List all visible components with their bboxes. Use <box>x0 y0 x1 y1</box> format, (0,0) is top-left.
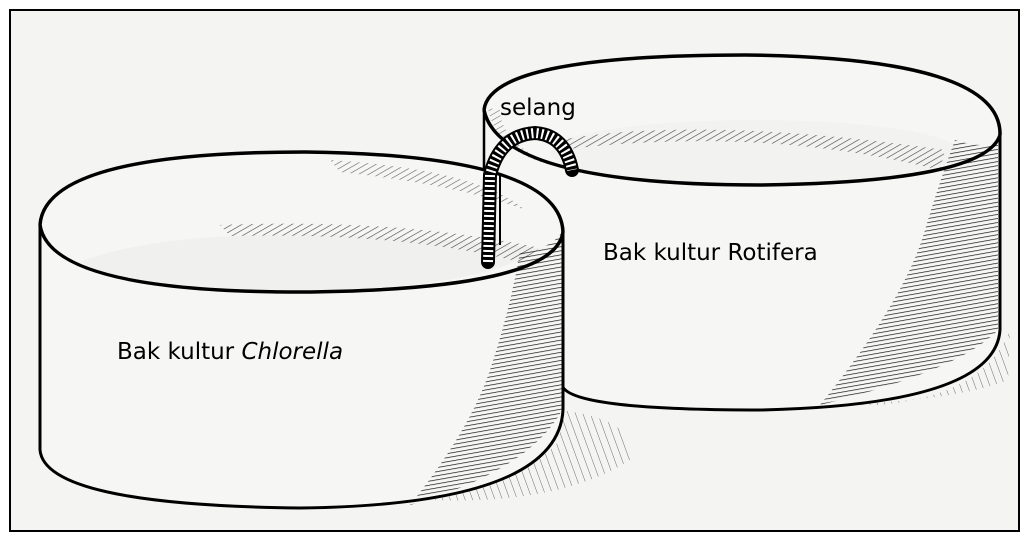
rotifera-tank-label: Bak kultur Rotifera <box>603 242 818 265</box>
hose-label: selang <box>500 97 576 120</box>
chlorella-label-species: Chlorella <box>241 339 343 365</box>
chlorella-label-prefix: Bak kultur <box>117 339 241 365</box>
chlorella-tank-label: Bak kultur Chlorella <box>117 341 343 364</box>
